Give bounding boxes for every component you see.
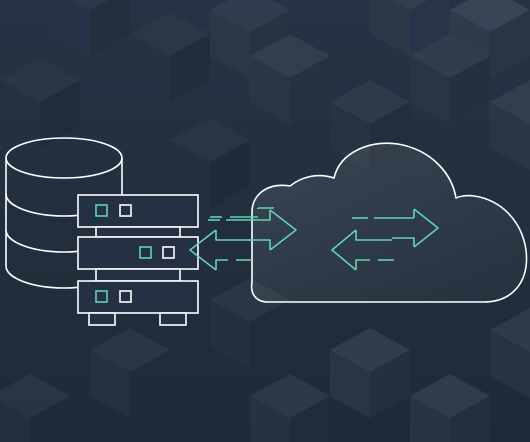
status-light <box>95 290 108 303</box>
arrow-left-icon <box>189 229 252 271</box>
status-light <box>95 204 108 217</box>
cube <box>490 308 530 398</box>
cube <box>90 328 170 418</box>
arrow-right-icon <box>352 208 439 248</box>
server-unit <box>77 236 199 270</box>
cube <box>130 12 210 102</box>
cube <box>410 374 490 442</box>
cube <box>50 0 130 56</box>
cube <box>370 0 450 56</box>
server-foot <box>88 312 116 326</box>
cube <box>210 0 290 78</box>
cube <box>0 374 70 442</box>
cube <box>250 374 330 442</box>
status-light <box>119 204 132 217</box>
server-unit <box>77 194 199 228</box>
arrow-right-icon <box>210 207 274 218</box>
server-rack-icon <box>77 194 199 326</box>
status-light <box>162 246 175 259</box>
arrow-left-icon <box>331 229 394 271</box>
cloud-icon <box>250 142 528 303</box>
cube <box>170 118 250 208</box>
cube <box>410 34 490 124</box>
cube <box>250 34 330 124</box>
server-unit <box>77 280 199 314</box>
server-foot <box>159 312 187 326</box>
cube <box>0 58 80 148</box>
status-light <box>139 246 152 259</box>
status-light <box>119 290 132 303</box>
cube <box>210 278 290 368</box>
cube <box>490 80 530 170</box>
arrow-right-icon <box>208 209 297 251</box>
cube <box>330 328 410 418</box>
